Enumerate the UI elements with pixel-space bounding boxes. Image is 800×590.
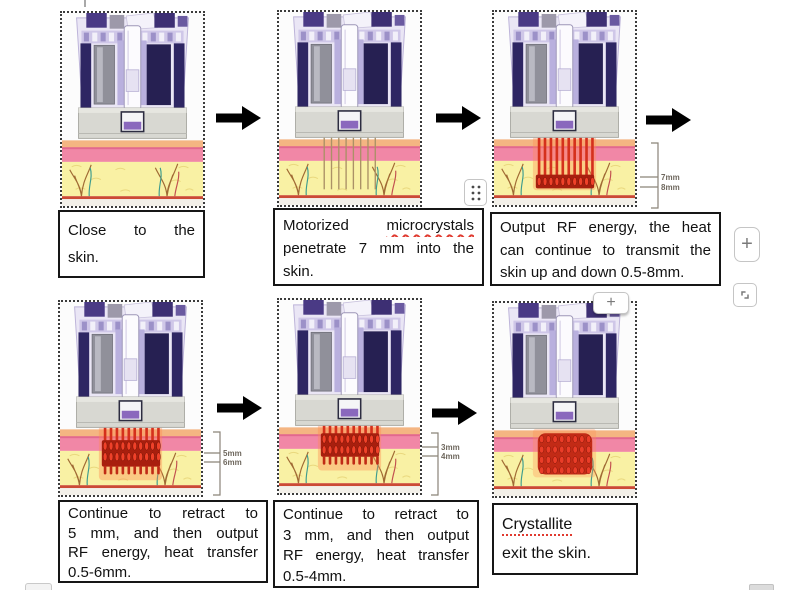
expand-button[interactable] [733,283,757,307]
device-skin-illustration [279,12,420,205]
step-3-caption: Output RF energy, the heat can continue … [490,212,721,286]
step-4-caption: Continue to retract to 5 mm, and then ou… [58,500,268,583]
flow-arrow-4 [217,395,263,421]
device-skin-illustration [494,303,635,496]
drag-handle-button[interactable] [464,179,487,206]
caption-line: Continue to retract to [283,506,469,523]
depth-label: 5mm [223,449,242,458]
arrow-right-icon [216,106,261,130]
step-3-illustration [492,10,637,207]
caption-line: can continue to transmit the [500,241,711,259]
caption-line: Motorized microcrystals [275,214,482,237]
depth-label: 7mm [661,173,680,182]
caption-line: exit the skin. [502,545,591,562]
depth-bracket-5-6mm: 5mm 6mm [204,431,242,496]
arrow-right-icon [432,401,477,425]
step-6-illustration [492,301,637,498]
step-4-illustration [58,300,203,497]
depth-label: 6mm [223,458,242,467]
caption-line: Close to the [68,222,195,239]
caption-line: Continue to retract to [68,505,258,522]
depth-label: 4mm [441,452,460,461]
caption-line: skin. [283,263,314,280]
caption-line: 5 mm, and then output [68,524,258,542]
depth-label: 3mm [441,443,460,452]
spellcheck-flagged-word: Crystallite [502,516,573,533]
step-5-caption: Continue to retract to 3 mm, and then ou… [273,500,479,588]
flow-arrow-5 [432,400,478,426]
step-1-illustration [60,11,205,208]
caption-line: skin up and down 0.5-8mm. [500,264,685,281]
arrow-right-icon [646,108,691,132]
caption-line: 0.5-6mm. [68,563,132,581]
clipped-button-bottom-right[interactable] [749,584,774,590]
device-skin-illustration [279,300,420,493]
stray-mark [84,0,86,7]
depth-bracket-3-4mm: 3mm 4mm [422,432,460,496]
flow-arrow-3 [646,107,692,133]
caption-line: 3 mm, and then output [283,526,469,544]
fullscreen-expand-icon [741,291,749,299]
step-2-illustration [277,10,422,207]
drag-handle-icon [471,185,480,200]
caption-line: Output RF energy, the heat [500,219,711,236]
arrow-right-icon [217,396,262,420]
step-6-caption: Crystallite exit the skin. [492,503,638,575]
caption-line: penetrate 7 mm into the [283,240,474,257]
caption-line: 0.5-4mm. [283,567,347,585]
device-skin-illustration [62,13,203,206]
caption-text: Motorized [283,217,387,234]
depth-label: 8mm [661,183,680,192]
device-skin-illustration [60,302,201,495]
caption-line: Crystallite [494,510,636,539]
step-2-caption: Motorized microcrystals penetrate 7 mm i… [273,208,484,286]
caption-line: RF energy, heat transfer [68,544,258,561]
depth-bracket-7-8mm: 7mm 8mm [640,142,680,209]
device-skin-illustration [494,12,635,205]
step-1-caption: Close to the skin. [58,210,205,278]
clipped-button-bottom-left[interactable] [25,583,52,590]
insert-plus-button[interactable]: + [734,227,760,262]
caption-line: skin. [68,249,99,266]
spellcheck-flagged-word: microcrystals [386,217,474,234]
flow-arrow-2 [436,105,482,131]
caption-line: RF energy, heat transfer [283,547,469,564]
insert-plus-button-row2[interactable]: + [593,292,629,314]
flow-arrow-1 [216,105,262,131]
step-5-illustration [277,298,422,495]
arrow-right-icon [436,106,481,130]
